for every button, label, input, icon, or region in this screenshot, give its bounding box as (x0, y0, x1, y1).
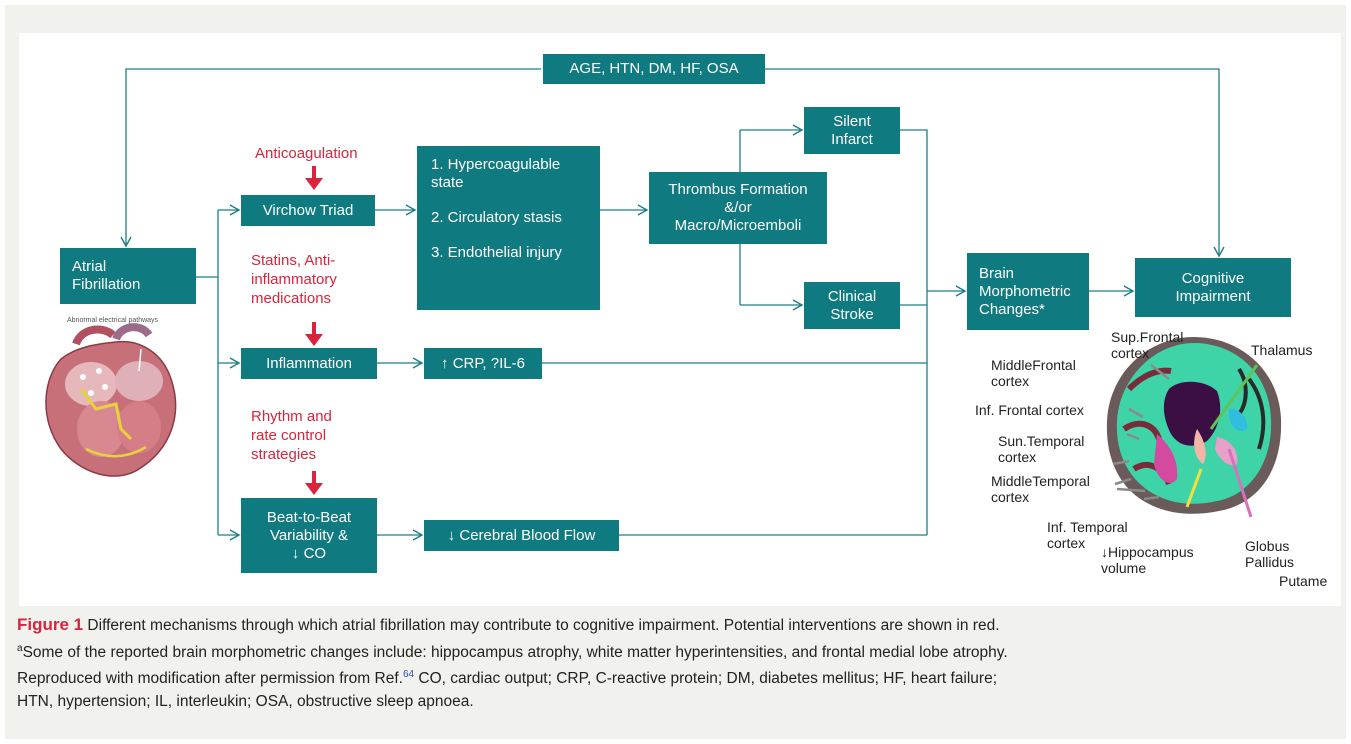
atrial-fibrillation-box: Atrial Fibrillation (60, 248, 196, 304)
thrombus-box: Thrombus Formation &/or Macro/Microembol… (649, 172, 827, 244)
inf-frontal-label: Inf. Frontal cortex (975, 402, 1084, 418)
caption-line-4: HTN, hypertension; IL, interleukin; OSA,… (17, 692, 474, 710)
anticoagulation-label: Anticoagulation (255, 145, 358, 162)
caption-footnote-marker: a (17, 642, 23, 654)
caption-line-1: Different mechanisms through which atria… (83, 617, 1000, 634)
caption-reference[interactable]: 64 (402, 669, 415, 681)
caption-line-3b: CO, cardiac output; CRP, C-reactive prot… (414, 670, 998, 688)
endothelial-injury-item: 3. Endothelial injury (431, 244, 562, 261)
diagram-panel: AGE, HTN, DM, HF, OSA Atrial Fibrillatio… (19, 33, 1341, 606)
globus-pallidus-label: Globus Pallidus (1245, 538, 1295, 570)
caption-line-2: Some of the reported brain morphometric … (22, 643, 1008, 661)
sun-temporal-label: Sun.Temporal cortex (998, 433, 1085, 465)
figure: AGE, HTN, DM, HF, OSA Atrial Fibrillatio… (5, 5, 1346, 739)
rhythm-label: Rhythm and rate control strategies (251, 408, 332, 463)
figure-number: Figure 1 (17, 615, 84, 634)
connector-lines (120, 68, 1225, 541)
virchow-components-box: 1. Hypercoagulable state 2. Circulatory … (417, 146, 600, 310)
cognitive-impairment-box: Cognitive Impairment (1135, 258, 1291, 317)
risk-to-cognitive-line (765, 68, 1225, 258)
heart-caption: Abnormal electrical pathways (67, 317, 159, 324)
statins-label: Statins, Anti- inflammatory medications (251, 252, 337, 307)
middle-temporal-label: MiddleTemporal cortex (991, 473, 1090, 505)
heart-illustration: Abnormal electrical pathways (21, 309, 209, 489)
crp-box: ↑ CRP, ?IL-6 (424, 348, 542, 379)
brain-illustration (1106, 337, 1282, 518)
hypercoagulable-item: 1. Hypercoagulable state (431, 156, 561, 191)
putame-label: Putame (1279, 573, 1328, 589)
beat-to-beat-box: Beat-to-Beat Variability & ↓ CO (241, 498, 377, 573)
circulatory-stasis-item: 2. Circulatory stasis (431, 209, 562, 226)
risk-factors-box: AGE, HTN, DM, HF, OSA (543, 54, 765, 84)
figure-caption: Figure 1 Different mechanisms through wh… (17, 614, 1339, 713)
caption-line-3a: Reproduced with modification after permi… (17, 670, 403, 688)
inflammation-box: Inflammation (241, 348, 377, 379)
clinical-stroke-box: Clinical Stroke (804, 282, 900, 329)
inf-temporal-label: Inf. Temporal cortex (1047, 519, 1128, 551)
hippocampus-label: ↓Hippocampus volume (1101, 544, 1194, 576)
middle-frontal-label: MiddleFrontal cortex (991, 357, 1076, 389)
sup-frontal-label: Sup.Frontal cortex (1111, 329, 1184, 361)
brain-morphometric-box: Brain Morphometric Changes* (967, 253, 1089, 330)
cerebral-blood-flow-box: ↓ Cerebral Blood Flow (424, 520, 619, 551)
thalamus-label: Thalamus (1251, 342, 1313, 358)
risk-to-af-line (120, 68, 541, 248)
silent-infarct-box: Silent Infarct (804, 107, 900, 154)
virchow-triad-box: Virchow Triad (241, 195, 375, 226)
